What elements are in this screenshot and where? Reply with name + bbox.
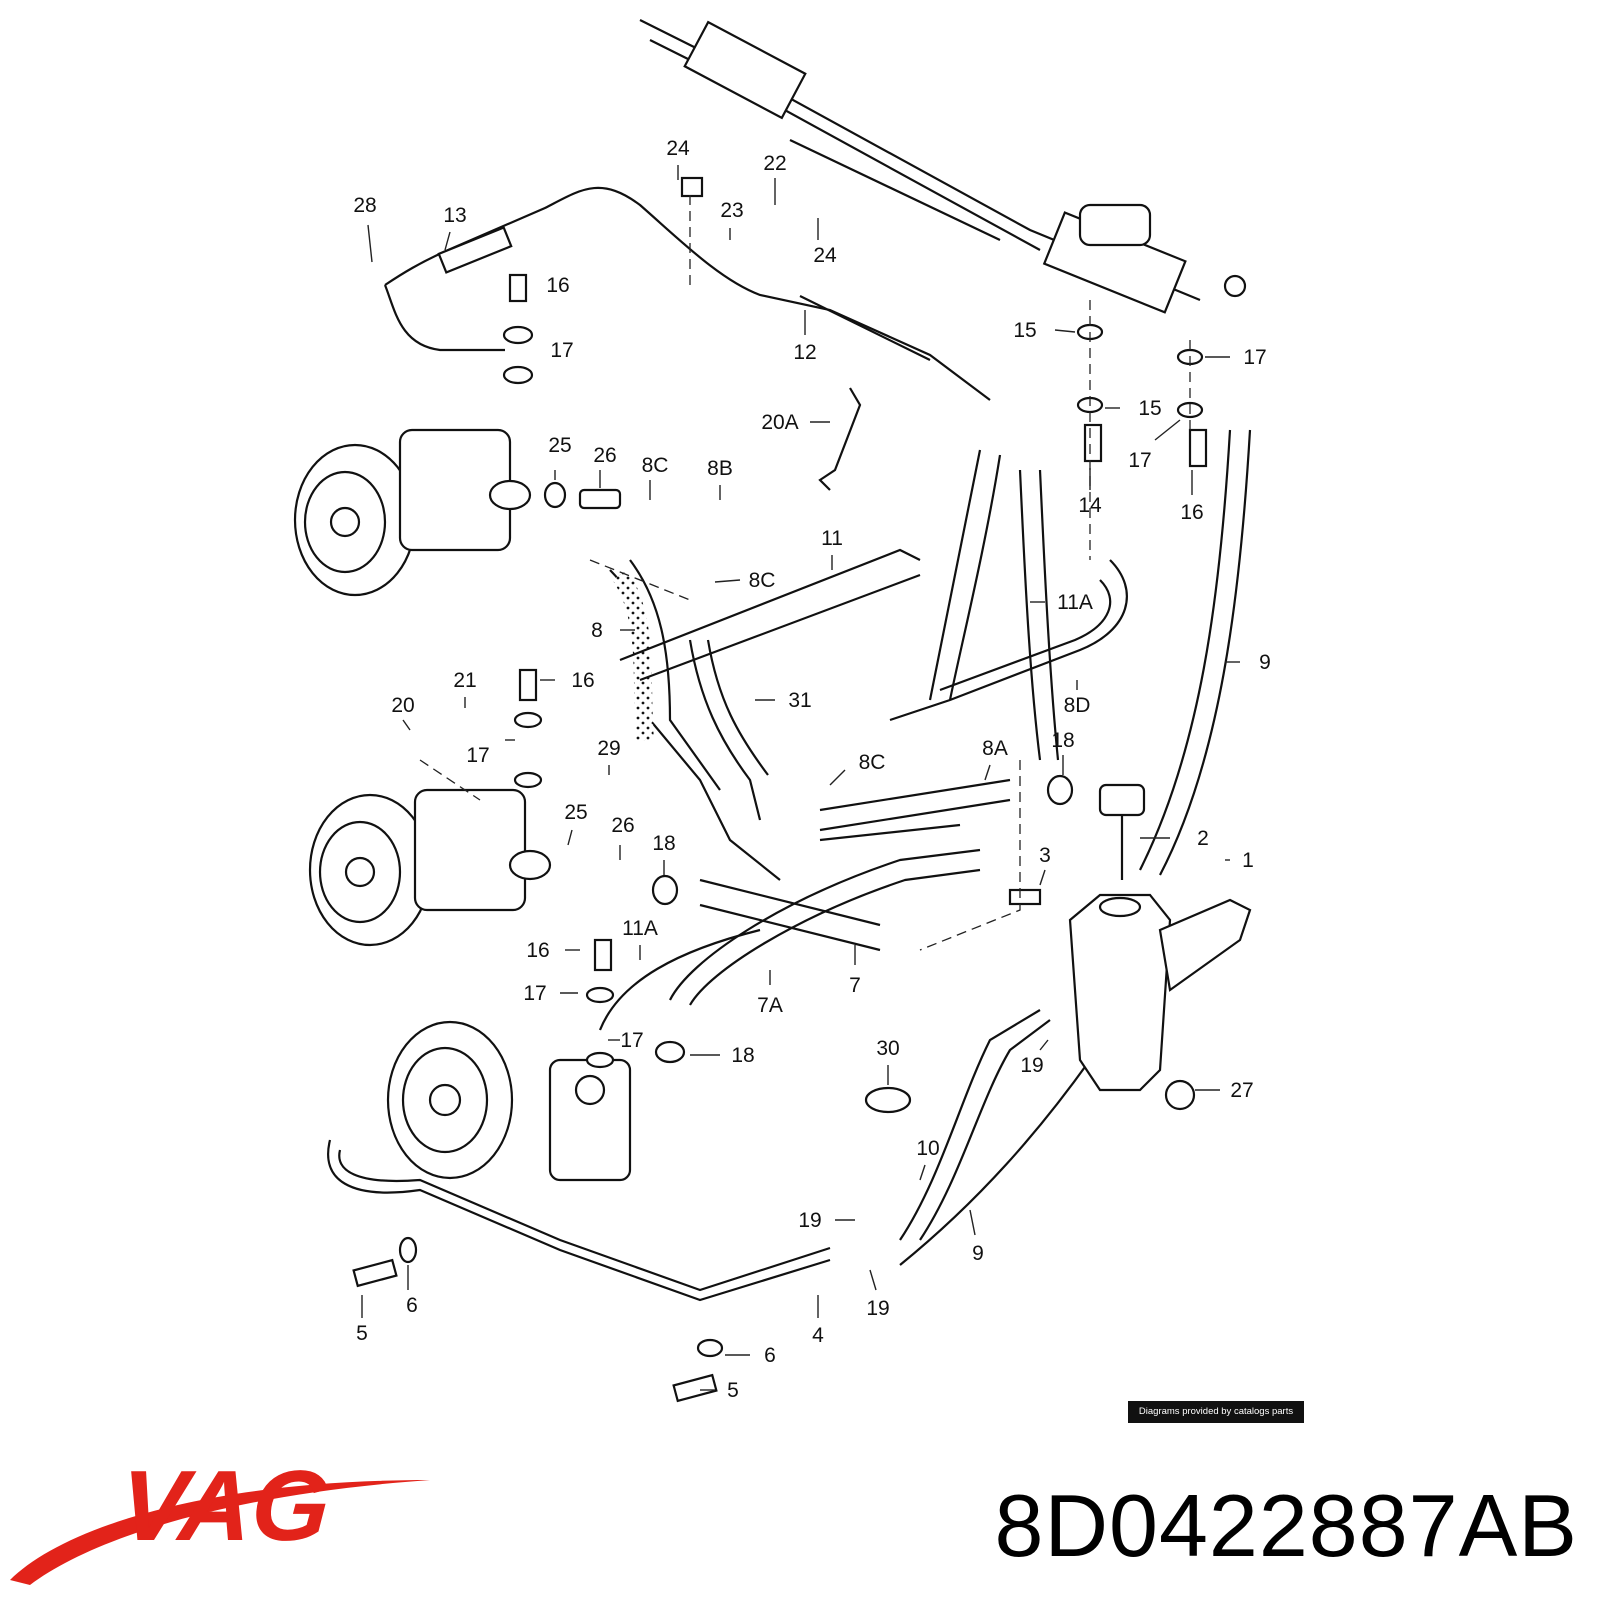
callout-label: 24 (666, 137, 690, 160)
vag-logo: VAG (10, 1450, 430, 1585)
callout-leader (984, 764, 991, 781)
callout-label: 18 (652, 832, 675, 855)
callout-label: 28 (353, 194, 376, 217)
callout-label: 19 (1020, 1054, 1043, 1077)
callout-label: 3 (1039, 844, 1051, 867)
callout-label: 9 (1259, 651, 1271, 674)
callout-label: 17 (1243, 346, 1266, 369)
callout-label: 17 (620, 1029, 643, 1052)
callout-label: 7A (757, 994, 783, 1017)
callout-leader (402, 719, 411, 731)
callout-label: 16 (546, 274, 569, 297)
hoses (327, 429, 1252, 1302)
callout-label: 8B (707, 457, 733, 480)
callout-label: 14 (1078, 494, 1102, 517)
callout-label: 18 (731, 1044, 754, 1067)
callout-label: 4 (812, 1324, 824, 1347)
callout-label: 5 (727, 1379, 739, 1402)
callout-label: 8A (982, 737, 1008, 760)
callout-label: 6 (764, 1344, 776, 1367)
callout-label: 17 (1128, 449, 1151, 472)
callout-label: 12 (793, 341, 816, 364)
callout-label: 8C (859, 751, 886, 774)
pump-middle (308, 788, 552, 947)
callout-label: 5 (356, 1322, 368, 1345)
callout-label: 11 (821, 527, 843, 550)
pressure-line (383, 186, 991, 401)
callout-label: 24 (813, 244, 837, 267)
pump-upper (293, 428, 532, 597)
callout-label: 9 (972, 1242, 984, 1265)
callout-label: 20 (391, 694, 414, 717)
callout-label: 26 (611, 814, 634, 837)
callout-label: 11A (1057, 591, 1093, 614)
callout-label: 16 (526, 939, 549, 962)
callout-leader (919, 1164, 926, 1181)
callout-label: 25 (548, 434, 571, 457)
callout-leader (444, 231, 451, 251)
callout-label: 8D (1064, 694, 1091, 717)
callout-leader (829, 769, 846, 786)
callout-label: 17 (550, 339, 573, 362)
callout-label: 6 (406, 1294, 418, 1317)
callout-label: 23 (720, 199, 743, 222)
reservoir (1068, 783, 1252, 1111)
callout-label: 20A (761, 411, 798, 434)
callout-label: 16 (1180, 501, 1203, 524)
callout-leader (1054, 329, 1076, 333)
callout-label: 18 (1051, 729, 1074, 752)
callout-label: 22 (763, 152, 786, 175)
callout-label: 29 (597, 737, 620, 760)
callout-label: 2 (1197, 827, 1209, 850)
callout-label: 19 (866, 1297, 889, 1320)
callout-leader (1039, 1039, 1049, 1051)
callout-label: 8C (642, 454, 669, 477)
part-number: 8D0422887AB (994, 1476, 1578, 1575)
callout-label: 8 (591, 619, 603, 642)
guide-lines (419, 195, 1191, 951)
callout-leader (1039, 869, 1046, 886)
callout-label: 8C (749, 569, 776, 592)
callout-label: 15 (1138, 397, 1161, 420)
callout-label: 11A (622, 917, 658, 940)
steering-rack (639, 19, 1247, 314)
callout-label: 27 (1230, 1079, 1253, 1102)
hardware (352, 176, 1208, 1403)
callout-label: 17 (466, 744, 489, 767)
callout-label: 10 (916, 1137, 939, 1160)
credit-label: Diagrams provided by catalogs parts (1128, 1401, 1304, 1423)
callout-label: 30 (876, 1037, 899, 1060)
callout-leader (969, 1209, 976, 1236)
callout-label: 26 (593, 444, 616, 467)
logo-text: VAG (116, 1450, 333, 1562)
callout-label: 13 (443, 204, 466, 227)
callout-label: 17 (523, 982, 546, 1005)
pump-lower (386, 1020, 632, 1182)
callout-leader (367, 224, 373, 263)
callout-label: 7 (849, 974, 861, 997)
callout-label: 16 (571, 669, 594, 692)
callout-label: 21 (453, 669, 476, 692)
callout-label: 25 (564, 801, 587, 824)
callout-label: 15 (1013, 319, 1036, 342)
callout-label: 1 (1242, 849, 1254, 872)
callout-label: 19 (798, 1209, 821, 1232)
callout-leader (567, 829, 573, 846)
callout-leader (869, 1269, 877, 1291)
callout-label: 31 (788, 689, 811, 712)
callout-leader (714, 579, 741, 583)
logo-swoosh (10, 1480, 430, 1585)
callout-leader (1154, 419, 1181, 441)
